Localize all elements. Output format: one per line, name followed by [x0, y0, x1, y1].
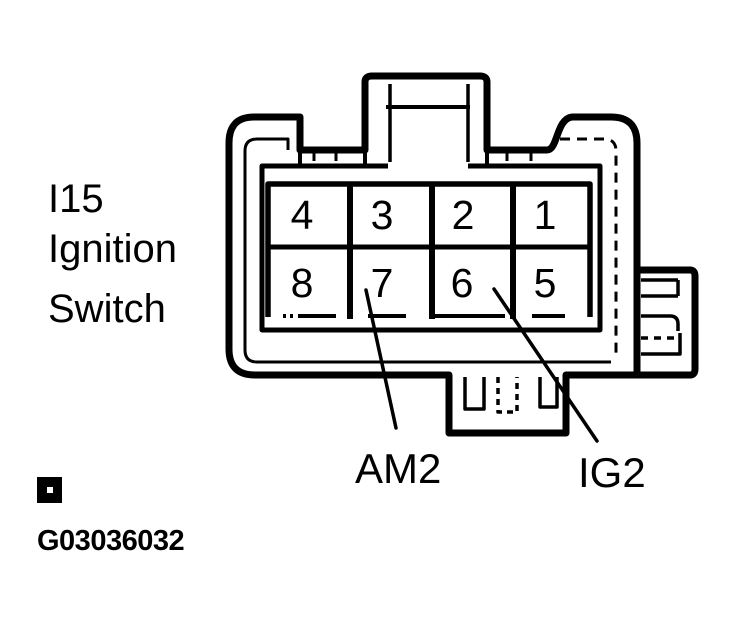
pin-grid-column-dividers	[347, 184, 516, 319]
connector-line-art	[225, 72, 699, 443]
pin-label-4: 4	[291, 192, 314, 238]
bottom-lock-tab-slot-middle	[496, 377, 519, 414]
pin-label-8: 8	[291, 260, 314, 306]
connector-label-line-3: Switch	[48, 287, 166, 331]
connector-label-block: I15 Ignition Switch	[48, 177, 177, 331]
connector-body-outline	[225, 72, 641, 437]
side-lock-tab	[637, 266, 699, 379]
inner-contour-dashed	[560, 137, 618, 355]
figure-id-marker-dot	[47, 487, 53, 493]
pin-label-7: 7	[371, 260, 394, 306]
leader-line-am2	[364, 288, 398, 430]
bottom-lock-tab-slot-left	[463, 377, 486, 411]
figure-id-label: G03036032	[37, 525, 184, 557]
figure-id-block: G03036032	[37, 477, 185, 557]
connector-label-line-2: Ignition	[48, 227, 177, 271]
pin-label-3: 3	[371, 192, 394, 238]
top-lock-tab-inner-walls	[388, 84, 470, 162]
terminal-label-am2: AM2	[355, 445, 441, 492]
side-lock-tab-detail-lower	[641, 333, 682, 356]
terminal-label-ig2: IG2	[578, 449, 646, 496]
side-lock-tab-detail-middle	[641, 314, 680, 331]
pin-label-5: 5	[534, 260, 557, 306]
recess-step-lines	[298, 148, 489, 164]
recess-notch-ticks	[312, 152, 533, 161]
bottom-lock-tab-slot-right	[538, 377, 559, 409]
pin-label-1: 1	[534, 192, 557, 238]
pin-label-2: 2	[452, 192, 475, 238]
connector-label-line-1: I15	[48, 177, 104, 221]
inner-contour-solid	[243, 137, 611, 364]
pin-numbers: 4 3 2 1 8 7 6 5	[291, 192, 557, 306]
leader-line-ig2	[492, 287, 599, 443]
pin-housing-frame	[259, 163, 603, 333]
side-lock-tab-detail-upper	[641, 278, 680, 298]
pin-label-6: 6	[451, 260, 474, 306]
